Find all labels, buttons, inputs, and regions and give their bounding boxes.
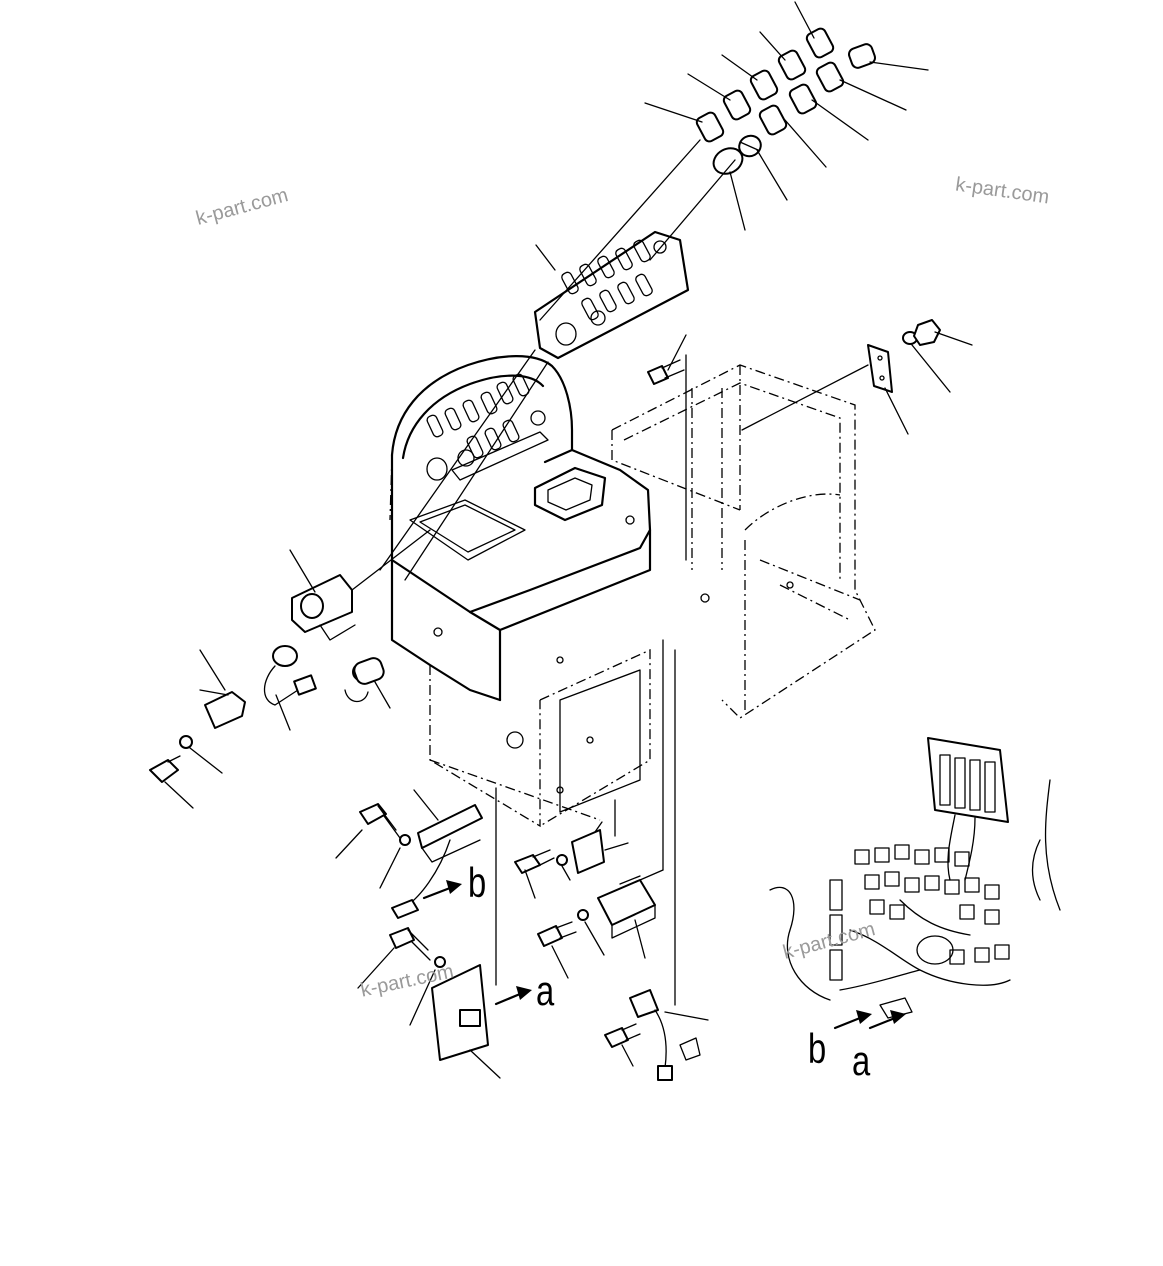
- bolt-icon: [647, 334, 687, 561]
- rocker-switch-icon: [379, 1, 929, 581]
- callout-a-harness: a: [852, 1037, 871, 1084]
- relay-icon: [514, 639, 664, 979]
- rear-frame-icon: [611, 364, 876, 719]
- arrow-b-icon: [422, 880, 462, 900]
- bracket-icon: [741, 319, 973, 435]
- callout-b-harness: b: [808, 1025, 827, 1072]
- controller-box-icon: [357, 787, 501, 1079]
- switch-panel-icon: [533, 230, 690, 360]
- wiring-harness-icon: [769, 737, 1061, 1030]
- callout-b-main: b: [468, 859, 487, 906]
- callout-a-main: a: [536, 967, 555, 1014]
- key-switch-icon: [149, 529, 431, 809]
- connector-icon: [604, 649, 709, 1081]
- arrow-a-icon: [494, 986, 532, 1006]
- operator-console-icon: [389, 355, 652, 828]
- relay-bracket-icon: [335, 789, 483, 919]
